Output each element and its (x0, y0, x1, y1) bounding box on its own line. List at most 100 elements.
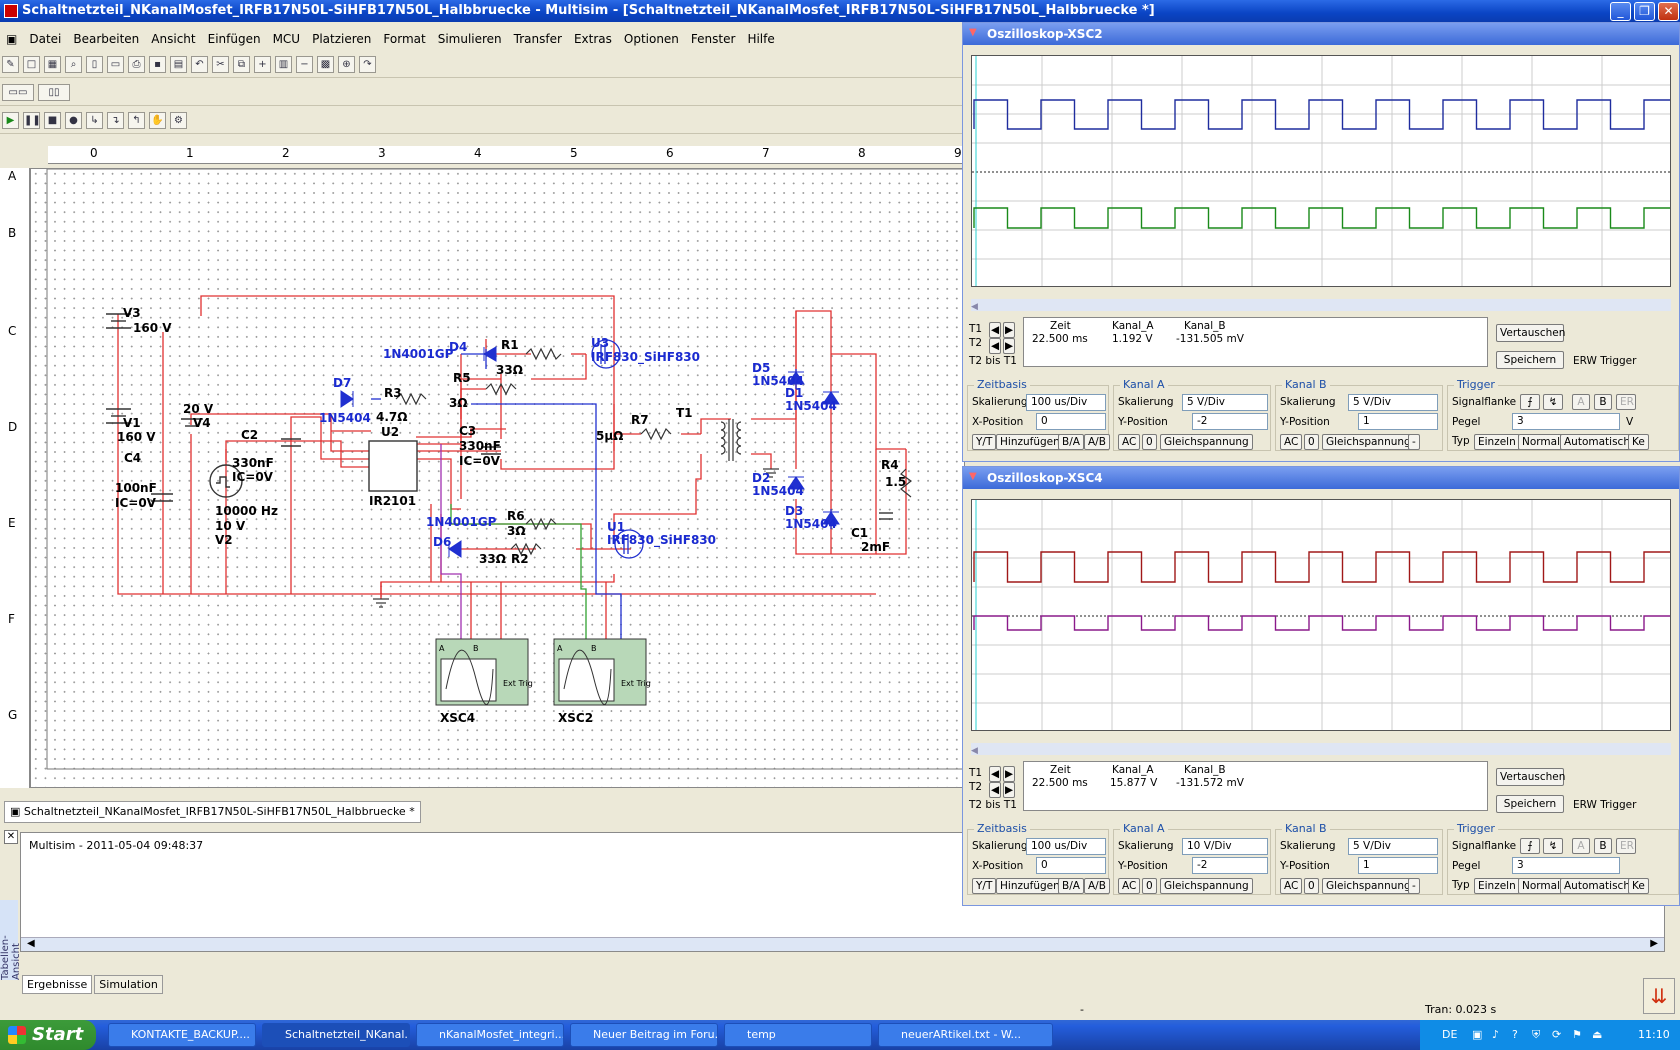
cut-icon[interactable]: ✂ (212, 56, 229, 73)
undo-icon[interactable]: ↶ (191, 56, 208, 73)
document-tab[interactable]: ▣ Schaltnetzteil_NKanalMosfet_IRFB17N50L… (4, 801, 421, 823)
update-icon[interactable]: ⟳ (1552, 1028, 1562, 1041)
xsc4-swap-button[interactable]: Vertauschen (1496, 768, 1565, 786)
xsc4-hinzu-button[interactable]: Hinzufügen (996, 878, 1064, 894)
run-icon[interactable]: ▶ (2, 112, 19, 129)
scroll-left-icon[interactable]: ◀ (27, 938, 35, 949)
xsc2-trig-a-button[interactable]: A (1572, 394, 1590, 410)
wizard-icon[interactable]: ✎ (2, 56, 19, 73)
calculator-icon[interactable]: ▩ (317, 56, 334, 73)
security-icon[interactable]: ⚑ (1572, 1028, 1582, 1041)
menu-transfer[interactable]: Transfer (513, 32, 562, 46)
step-out-icon[interactable]: ↰ (128, 112, 145, 129)
maximize-button[interactable]: ❐ (1634, 2, 1655, 21)
zoom-in-icon[interactable]: + (254, 56, 271, 73)
xsc4-xpos-field[interactable]: 0 (1036, 857, 1106, 874)
save-icon[interactable]: ▪ (149, 56, 166, 73)
xsc4-t2-left-icon[interactable]: ◀ (989, 782, 1001, 798)
xsc4-pegel-field[interactable]: 3 (1512, 857, 1620, 874)
menu-hilfe[interactable]: Hilfe (747, 32, 775, 46)
step-into-icon[interactable]: ↴ (107, 112, 124, 129)
xsc2-t1-right-icon[interactable]: ▶ (1003, 322, 1015, 338)
schematic-canvas[interactable]: V3 160 V V1 160 V C4 100nF IC=0V 20 V V4… (30, 168, 965, 788)
xsc4-save-button[interactable]: Speichern (1496, 795, 1564, 813)
xsc2-trig-ext-button[interactable]: ER (1616, 394, 1636, 410)
multisim-app-icon[interactable] (4, 4, 18, 18)
menu-ansicht[interactable]: Ansicht (151, 32, 196, 46)
xsc4-auto-button[interactable]: Automatisch (1560, 878, 1634, 894)
xsc4-b-minus-button[interactable]: - (1408, 878, 1420, 894)
xsc2-scroll-left-icon[interactable]: ◀ (971, 302, 978, 312)
new-file-icon[interactable]: ▯ (86, 56, 103, 73)
xsc4-yt-button[interactable]: Y/T (972, 878, 997, 894)
xsc2-a-ac-button[interactable]: AC (1118, 434, 1141, 450)
xsc2-normal-button[interactable]: Normal (1518, 434, 1564, 450)
help-icon[interactable]: ? (1512, 1028, 1518, 1041)
taskbar-item[interactable]: Neuer Beitrag im Foru... (570, 1023, 718, 1047)
menu-optionen[interactable]: Optionen (623, 32, 679, 46)
redo-icon[interactable]: ↷ (359, 56, 376, 73)
rising-edge-icon[interactable]: ⨍ (1520, 394, 1540, 410)
xsc2-t2-left-icon[interactable]: ◀ (989, 338, 1001, 354)
step-icon[interactable]: ● (65, 112, 82, 129)
minimize-button[interactable]: _ (1610, 2, 1631, 21)
antivirus-icon[interactable]: ⛨ (1532, 1028, 1541, 1041)
xsc4-b-dc-button[interactable]: Gleichspannung (1322, 878, 1415, 894)
xsc4-t1-left-icon[interactable]: ◀ (989, 766, 1001, 782)
taskbar-item[interactable]: KONTAKTE_BACKUP.... (108, 1023, 256, 1047)
menu-platzieren[interactable]: Platzieren (312, 32, 372, 46)
step-over-icon[interactable]: ↳ (86, 112, 103, 129)
network-icon[interactable]: ▣ (1472, 1028, 1483, 1041)
xsc4-b-zero-button[interactable]: 0 (1304, 878, 1319, 894)
xsc4-t1-right-icon[interactable]: ▶ (1003, 766, 1015, 782)
xsc2-a-skal-field[interactable]: 5 V/Div (1182, 394, 1268, 411)
xsc4-einzeln-button[interactable]: Einzeln (1474, 878, 1520, 894)
xsc4-scroll-left-icon[interactable]: ◀ (971, 746, 978, 756)
zoom-icon[interactable]: ⌕ (65, 56, 82, 73)
tab-ergebnisse[interactable]: Ergebnisse (22, 975, 93, 994)
menu-format[interactable]: Format (383, 32, 426, 46)
xsc2-a-dc-button[interactable]: Gleichspannung (1160, 434, 1253, 450)
xsc4-zb-skal-field[interactable]: 100 us/Div (1026, 838, 1106, 855)
xsc4-ab-button[interactable]: A/B (1084, 878, 1110, 894)
falling-edge-icon[interactable]: ↯ (1543, 838, 1563, 854)
menu-extras[interactable]: Extras (573, 32, 612, 46)
xsc2-pegel-field[interactable]: 3 (1512, 413, 1620, 430)
taskbar-item[interactable]: Schaltnetzteil_NKanal... (262, 1023, 410, 1047)
breakpoint-icon[interactable]: ✋ (149, 112, 166, 129)
xsc2-t1-left-icon[interactable]: ◀ (989, 322, 1001, 338)
xsc2-ba-button[interactable]: B/A (1058, 434, 1084, 450)
expand-down-icon[interactable]: ⇊ (1643, 978, 1675, 1014)
xsc2-b-ypos-field[interactable]: 1 (1358, 413, 1438, 430)
copy-icon[interactable]: ⧉ (233, 56, 250, 73)
xsc2-ab-button[interactable]: A/B (1084, 434, 1110, 450)
save-db-icon[interactable]: ▦ (44, 56, 61, 73)
xsc2-screen[interactable] (971, 55, 1671, 287)
xsc4-a-zero-button[interactable]: 0 (1142, 878, 1157, 894)
xsc4-a-skal-field[interactable]: 10 V/Div (1182, 838, 1268, 855)
taskbar-item[interactable]: neuerARtikel.txt - W... (878, 1023, 1053, 1047)
xsc2-b-zero-button[interactable]: 0 (1304, 434, 1319, 450)
pause-icon[interactable]: ❚❚ (23, 112, 41, 129)
menu-mcu[interactable]: MCU (272, 32, 301, 46)
print-icon[interactable]: ⎙ (128, 56, 145, 73)
tabellen-ansicht-tab[interactable]: Tabellen-Ansicht (0, 900, 22, 980)
xsc2-swap-button[interactable]: Vertauschen (1496, 324, 1565, 342)
xsc4-b-ypos-field[interactable]: 1 (1358, 857, 1438, 874)
stop-icon[interactable]: ■ (44, 112, 61, 129)
xsc4-trig-b-button[interactable]: B (1594, 838, 1612, 854)
probe-icon[interactable]: ▯▯ (38, 84, 70, 101)
xsc2-hscroll[interactable]: ◀ (971, 299, 1671, 312)
xsc4-a-ac-button[interactable]: AC (1118, 878, 1141, 894)
xsc4-ba-button[interactable]: B/A (1058, 878, 1084, 894)
xsc4-normal-button[interactable]: Normal (1518, 878, 1564, 894)
usb-icon[interactable]: ⏏ (1592, 1028, 1603, 1041)
settings-icon[interactable]: ⚙ (170, 112, 187, 129)
menu-fenster[interactable]: Fenster (690, 32, 736, 46)
xsc2-hinzu-button[interactable]: Hinzufügen (996, 434, 1064, 450)
xsc2-b-minus-button[interactable]: - (1408, 434, 1420, 450)
xsc4-hscroll[interactable]: ◀ (971, 743, 1671, 756)
xsc2-t2-right-icon[interactable]: ▶ (1003, 338, 1015, 354)
xsc4-erw-trigger[interactable]: ERW Trigger (1573, 799, 1637, 811)
xsc4-trig-ext-button[interactable]: ER (1616, 838, 1636, 854)
